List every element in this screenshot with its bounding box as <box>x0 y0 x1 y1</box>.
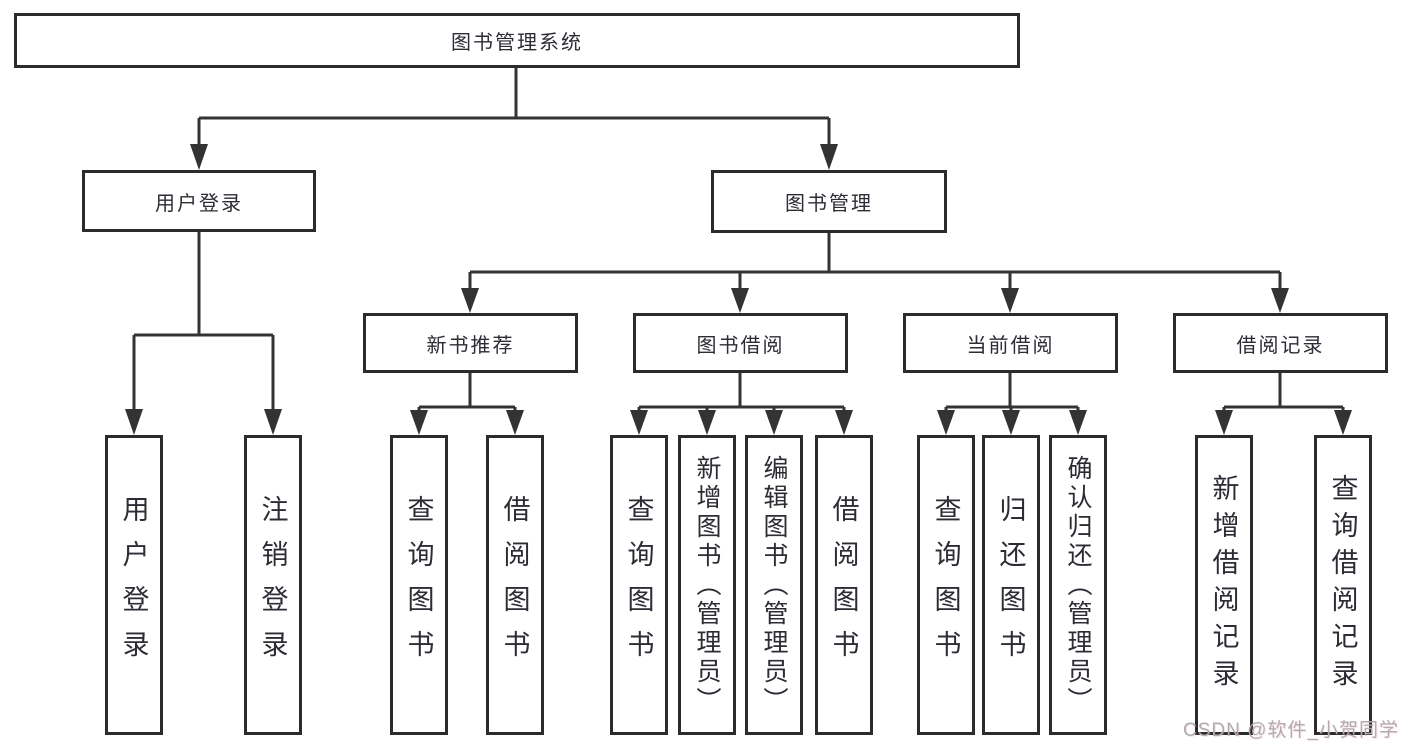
node-label: 借阅图书 <box>499 495 530 675</box>
node-label: 图书管理 <box>785 193 873 215</box>
node-label: 注销登录 <box>257 495 288 675</box>
leaf-add-borrow-record: 新增借阅记录 <box>1195 435 1253 735</box>
leaf-query-books-current: 查询图书 <box>917 435 975 735</box>
node-user-login-branch: 用户登录 <box>82 170 316 232</box>
node-label: 用户登录 <box>155 192 243 215</box>
leaf-logout: 注销登录 <box>244 435 302 735</box>
node-label: 借阅记录 <box>1236 334 1325 357</box>
leaf-query-books-recommend: 查询图书 <box>390 435 448 735</box>
node-label: 确认归还（管理员） <box>1064 454 1092 716</box>
node-label: 新增借阅记录 <box>1208 474 1239 696</box>
node-label: 图书管理系统 <box>451 32 583 54</box>
node-label: 查询图书 <box>623 495 654 675</box>
node-label: 查询图书 <box>403 495 434 675</box>
node-label: 借阅图书 <box>828 495 859 675</box>
node-root-system: 图书管理系统 <box>14 13 1020 68</box>
leaf-add-books-admin: 新增图书（管理员） <box>678 435 736 735</box>
node-book-management-branch: 图书管理 <box>711 170 947 233</box>
node-label: 编辑图书（管理员） <box>760 454 788 716</box>
arrowheads <box>125 144 1352 435</box>
node-label: 归还图书 <box>995 495 1026 675</box>
csdn-watermark: CSDN @软件_小贺同学 <box>1183 720 1399 741</box>
leaf-borrow-books: 借阅图书 <box>815 435 873 735</box>
node-label: 用户登录 <box>118 495 149 675</box>
node-book-borrow: 图书借阅 <box>633 313 848 373</box>
node-borrow-records: 借阅记录 <box>1173 313 1388 373</box>
leaf-user-login: 用户登录 <box>105 435 163 735</box>
node-current-borrow: 当前借阅 <box>903 313 1118 373</box>
node-label: 当前借阅 <box>966 334 1055 357</box>
leaf-return-books: 归还图书 <box>982 435 1040 735</box>
leaf-borrow-books-recommend: 借阅图书 <box>486 435 544 735</box>
leaf-edit-books-admin: 编辑图书（管理员） <box>745 435 803 735</box>
node-label: 查询借阅记录 <box>1327 474 1358 696</box>
leaf-query-books-borrow: 查询图书 <box>610 435 668 735</box>
node-label: 图书借阅 <box>696 334 785 357</box>
leaf-query-borrow-record: 查询借阅记录 <box>1314 435 1372 735</box>
node-label: 查询图书 <box>930 495 961 675</box>
leaf-confirm-return-admin: 确认归还（管理员） <box>1049 435 1107 735</box>
node-label: 新书推荐 <box>426 334 515 357</box>
node-new-book-recommend: 新书推荐 <box>363 313 578 373</box>
node-label: 新增图书（管理员） <box>693 454 721 716</box>
